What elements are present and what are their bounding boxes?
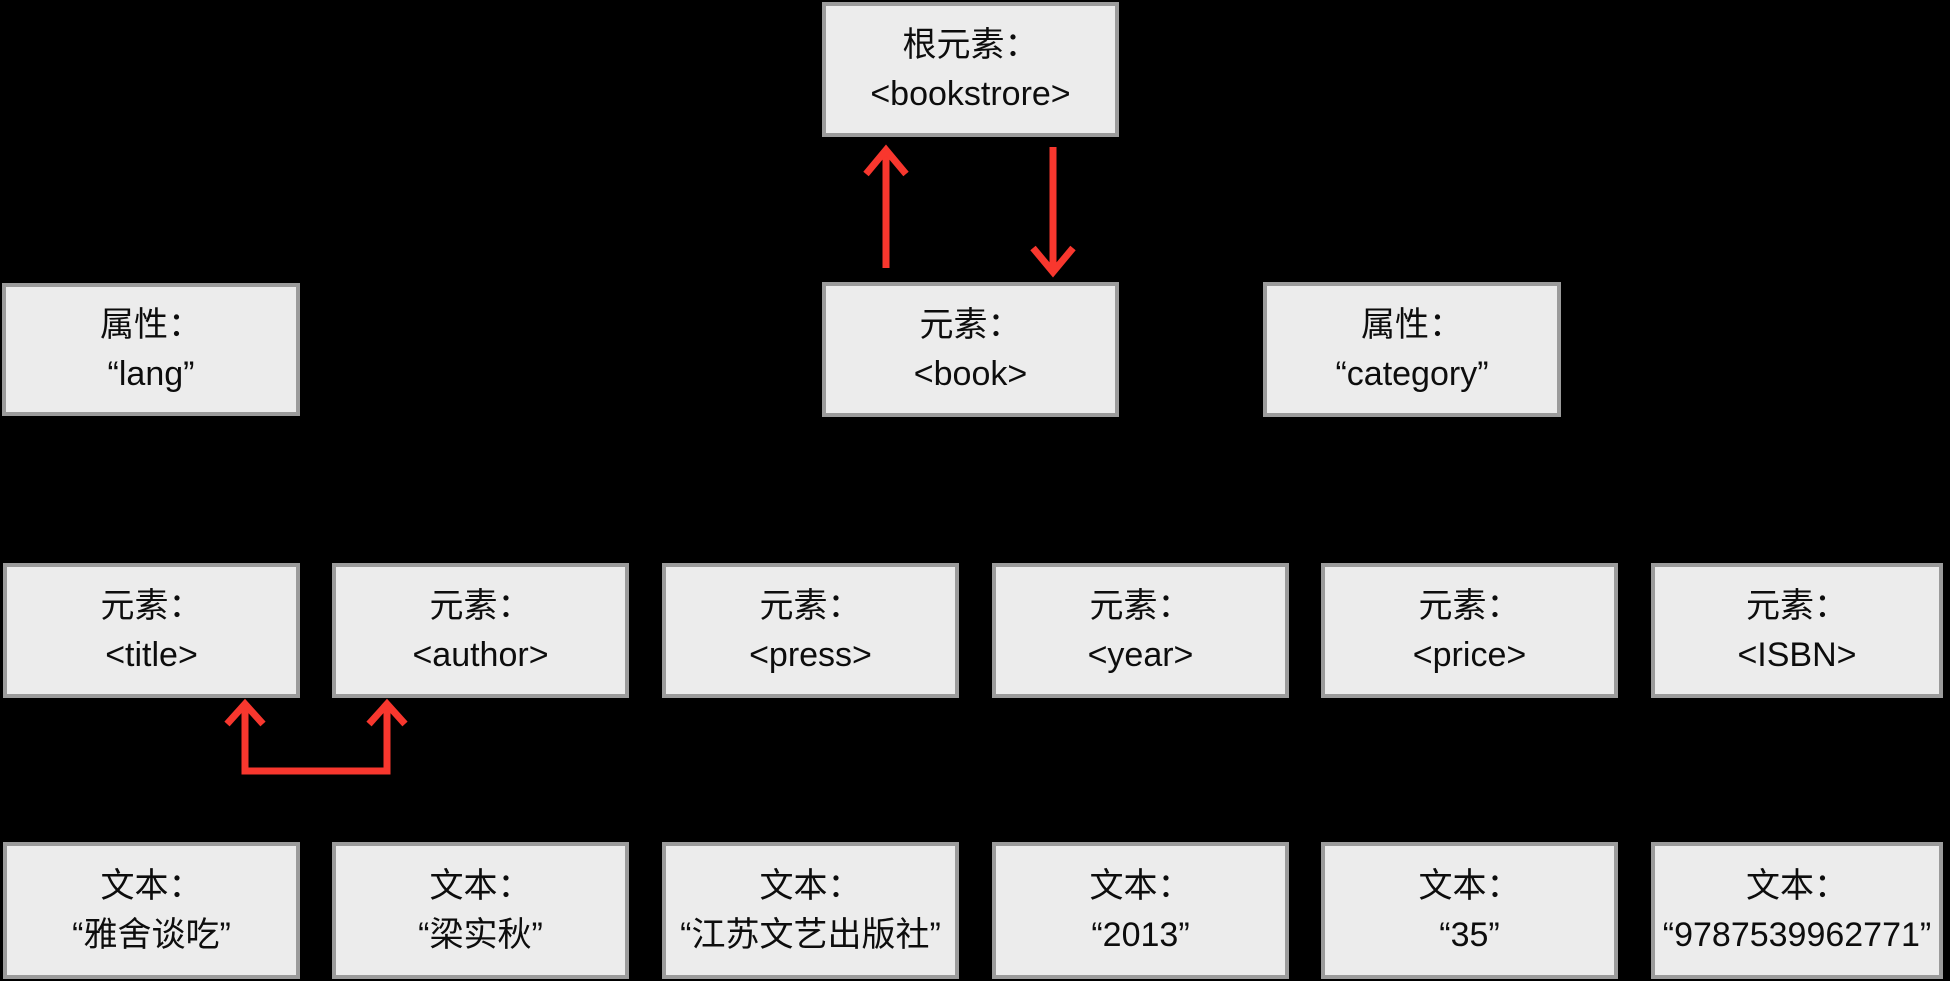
node-type-label: 属性： (1361, 305, 1463, 344)
node-type-label: 文本： (759, 866, 862, 905)
node-value: “category” (1335, 354, 1489, 393)
node-value: <ISBN> (1737, 635, 1857, 674)
node-value: <price> (1412, 635, 1527, 674)
node-value: <year> (1087, 635, 1194, 674)
arrow-title-author-link (224, 698, 408, 775)
node-type-label: 文本： (1746, 866, 1848, 905)
node-type-label: 元素： (1089, 586, 1192, 625)
node-attribute-lang: 属性： “lang” (2, 283, 300, 416)
node-value: “lang” (107, 354, 195, 393)
node-value: “2013” (1091, 915, 1190, 954)
node-element-book: 元素： <book> (822, 282, 1119, 417)
node-value: “雅舍谈吃” (72, 915, 231, 954)
node-text-price: 文本： “35” (1321, 842, 1618, 979)
node-type-label: 文本： (100, 866, 203, 905)
node-text-author: 文本： “梁实秋” (332, 842, 629, 979)
node-value: <book> (913, 354, 1028, 393)
node-text-title: 文本： “雅舍谈吃” (3, 842, 300, 979)
node-value: “江苏文艺出版社” (680, 915, 941, 954)
node-element-press: 元素： <press> (662, 563, 959, 698)
node-type-label: 文本： (1418, 866, 1521, 905)
node-type-label: 元素： (919, 305, 1022, 344)
node-root-element: 根元素： <bookstrore> (822, 2, 1119, 137)
node-element-year: 元素： <year> (992, 563, 1289, 698)
node-attribute-category: 属性： “category” (1263, 282, 1561, 417)
node-type-label: 属性： (100, 305, 202, 344)
node-text-isbn: 文本： “9787539962771” (1651, 842, 1943, 979)
node-text-press: 文本： “江苏文艺出版社” (662, 842, 959, 979)
arrow-book-to-root (863, 144, 909, 268)
node-element-title: 元素： <title> (3, 563, 300, 698)
node-type-label: 元素： (429, 586, 532, 625)
node-element-author: 元素： <author> (332, 563, 629, 698)
node-value: “梁实秋” (418, 915, 543, 954)
node-value: “9787539962771” (1662, 915, 1932, 954)
node-element-price: 元素： <price> (1321, 563, 1618, 698)
node-type-label: 元素： (1746, 586, 1848, 625)
node-element-isbn: 元素： <ISBN> (1651, 563, 1943, 698)
arrow-root-to-book (1030, 147, 1076, 278)
node-type-label: 元素： (1418, 586, 1521, 625)
node-type-label: 文本： (1089, 866, 1192, 905)
node-type-label: 元素： (100, 586, 203, 625)
node-type-label: 文本： (429, 866, 532, 905)
node-value: <press> (749, 635, 872, 674)
node-type-label: 元素： (759, 586, 862, 625)
node-value: “35” (1439, 915, 1500, 954)
node-value: <title> (105, 635, 198, 674)
node-value: <author> (412, 635, 549, 674)
node-text-year: 文本： “2013” (992, 842, 1289, 979)
node-type-label: 根元素： (902, 25, 1039, 64)
node-value: <bookstrore> (870, 74, 1071, 113)
